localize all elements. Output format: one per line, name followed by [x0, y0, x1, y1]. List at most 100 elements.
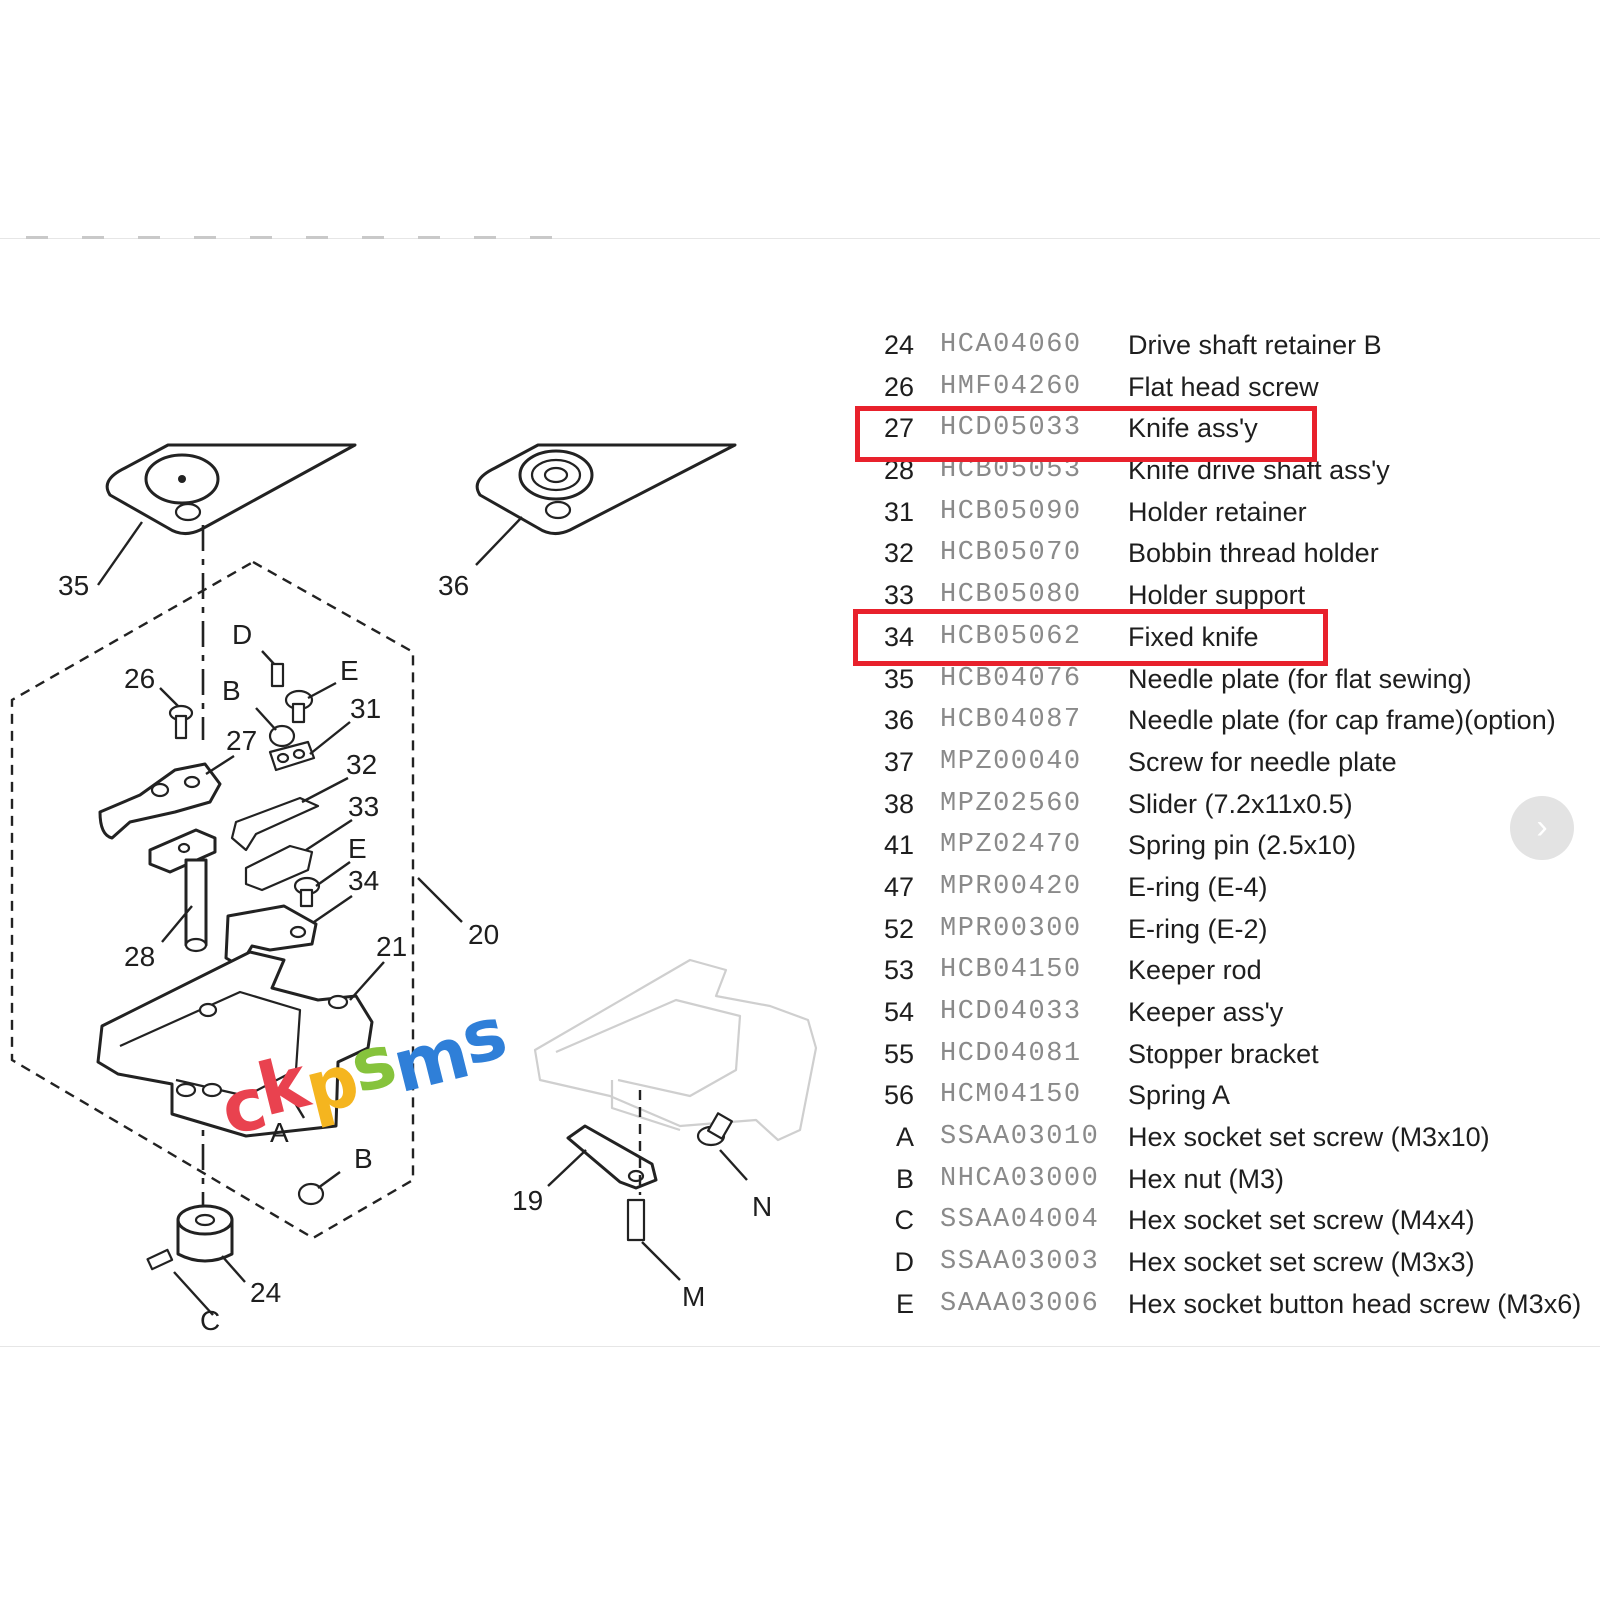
exploded-diagram: 35 36 26 D E B 31 27 32 33 E 34 20 28 21… [10, 443, 818, 1336]
part-code: HCB04076 [940, 663, 1082, 694]
part-code: HCB04150 [940, 955, 1082, 986]
chevron-right-icon: › [1536, 808, 1548, 846]
part-ref: 24 [883, 330, 914, 360]
part-ref: 55 [883, 1038, 914, 1069]
callout-34: 34 [348, 865, 379, 896]
parts-row: D SSAA03003 Hex socket set screw (M3x3) [860, 1242, 1590, 1284]
knife-assy-27 [98, 762, 222, 840]
part-desc: Keeper ass'y [1128, 997, 1284, 1027]
part-ref: 31 [883, 496, 914, 527]
viewer-bottom-border [0, 1346, 1600, 1347]
callout-D: D [232, 619, 252, 650]
callout-B-bottom: B [354, 1143, 373, 1174]
part-code: HCD04081 [940, 1038, 1082, 1069]
part-code: HCB04087 [940, 705, 1082, 736]
part-desc: Keeper rod [1128, 955, 1262, 986]
part-ref: D [894, 1247, 915, 1278]
part-desc: E-ring (E-2) [1128, 913, 1268, 944]
part-ref: 47 [883, 871, 914, 902]
part-code: MPR00420 [940, 871, 1082, 902]
part-ref: B [895, 1163, 914, 1194]
holder-support-33 [244, 844, 314, 892]
callout-N: N [752, 1191, 772, 1222]
part-code: SAAA03006 [940, 1288, 1100, 1319]
part-ref: 53 [883, 955, 914, 986]
parts-row: C SSAA04004 Hex socket set screw (M4x4) [860, 1200, 1590, 1242]
callout-33: 33 [348, 791, 379, 822]
setscrew-D [270, 662, 285, 688]
part-desc: Flat head screw [1128, 371, 1319, 402]
part-desc: Needle plate (for flat sewing) [1128, 663, 1472, 694]
callout-28: 28 [124, 941, 155, 972]
part-code: HCD05033 [940, 413, 1082, 444]
drive-shaft-retainer-24 [176, 1204, 234, 1263]
callout-E-mid: E [348, 833, 367, 864]
callout-E-top: E [340, 655, 359, 686]
part-desc: Fixed knife [1128, 621, 1259, 652]
toolbar-ghost [26, 226, 586, 242]
callout-B-top: B [222, 675, 241, 706]
screw-26 [168, 704, 194, 740]
part-code: SSAA03010 [940, 1122, 1100, 1153]
nut-B-bottom [297, 1182, 325, 1206]
parts-row: B NHCA03000 Hex nut (M3) [860, 1159, 1590, 1201]
callout-27: 27 [226, 725, 257, 756]
nut-B-top [268, 724, 296, 748]
callout-A: A [270, 1117, 289, 1148]
lever-19 [566, 1124, 658, 1242]
callout-20: 20 [468, 919, 499, 950]
screw-E-top [284, 689, 314, 724]
part-code: MPZ00040 [940, 746, 1082, 777]
part-desc: Hex nut (M3) [1128, 1163, 1285, 1194]
part-code: SSAA04004 [940, 1205, 1100, 1236]
knife-drive-shaft-28 [148, 828, 217, 953]
callout-32: 32 [346, 749, 377, 780]
part-ref: A [895, 1122, 914, 1153]
part-ref: C [894, 1205, 915, 1236]
screw-E-mid [293, 876, 321, 908]
bracket-21 [96, 950, 374, 1138]
part-desc: Holder support [1128, 580, 1306, 611]
part-desc: Slider (7.2x11x0.5) [1128, 788, 1353, 819]
part-ref: 32 [883, 538, 914, 569]
bobbin-thread-holder-32 [230, 796, 320, 852]
part-desc: Hex socket set screw (M4x4) [1128, 1205, 1475, 1236]
part-code: MPZ02470 [940, 830, 1082, 861]
part-desc: Hex socket set screw (M3x3) [1128, 1247, 1475, 1278]
part-code: HCB05062 [940, 621, 1082, 652]
part-desc: Bobbin thread holder [1128, 538, 1379, 569]
callout-21: 21 [376, 931, 407, 962]
part-desc: Drive shaft retainer B [1128, 330, 1382, 360]
next-image-button[interactable]: › [1510, 796, 1574, 860]
part-desc: Stopper bracket [1128, 1038, 1319, 1069]
part-code: HCB05090 [940, 496, 1082, 527]
parts-row: 32 HCB05070 Bobbin thread holder [860, 533, 1590, 575]
parts-row: 53 HCB04150 Keeper rod [860, 950, 1590, 992]
part-desc: Hex socket set screw (M3x10) [1128, 1122, 1490, 1153]
viewer-top-border [0, 238, 1600, 239]
callout-C: C [200, 1305, 220, 1336]
callout-M: M [682, 1281, 705, 1312]
part-code: HCM04150 [940, 1080, 1082, 1111]
part-ref: 33 [883, 580, 914, 611]
callout-26: 26 [124, 663, 155, 694]
callout-19: 19 [512, 1185, 543, 1216]
part-ref: 27 [883, 413, 914, 444]
part-code: NHCA03000 [940, 1163, 1100, 1194]
part-ref: 38 [883, 788, 914, 819]
part-code: MPR00300 [940, 913, 1082, 944]
part-code: HCB05070 [940, 538, 1082, 569]
part-desc: Spring A [1128, 1080, 1231, 1111]
part-code: SSAA03003 [940, 1247, 1100, 1278]
